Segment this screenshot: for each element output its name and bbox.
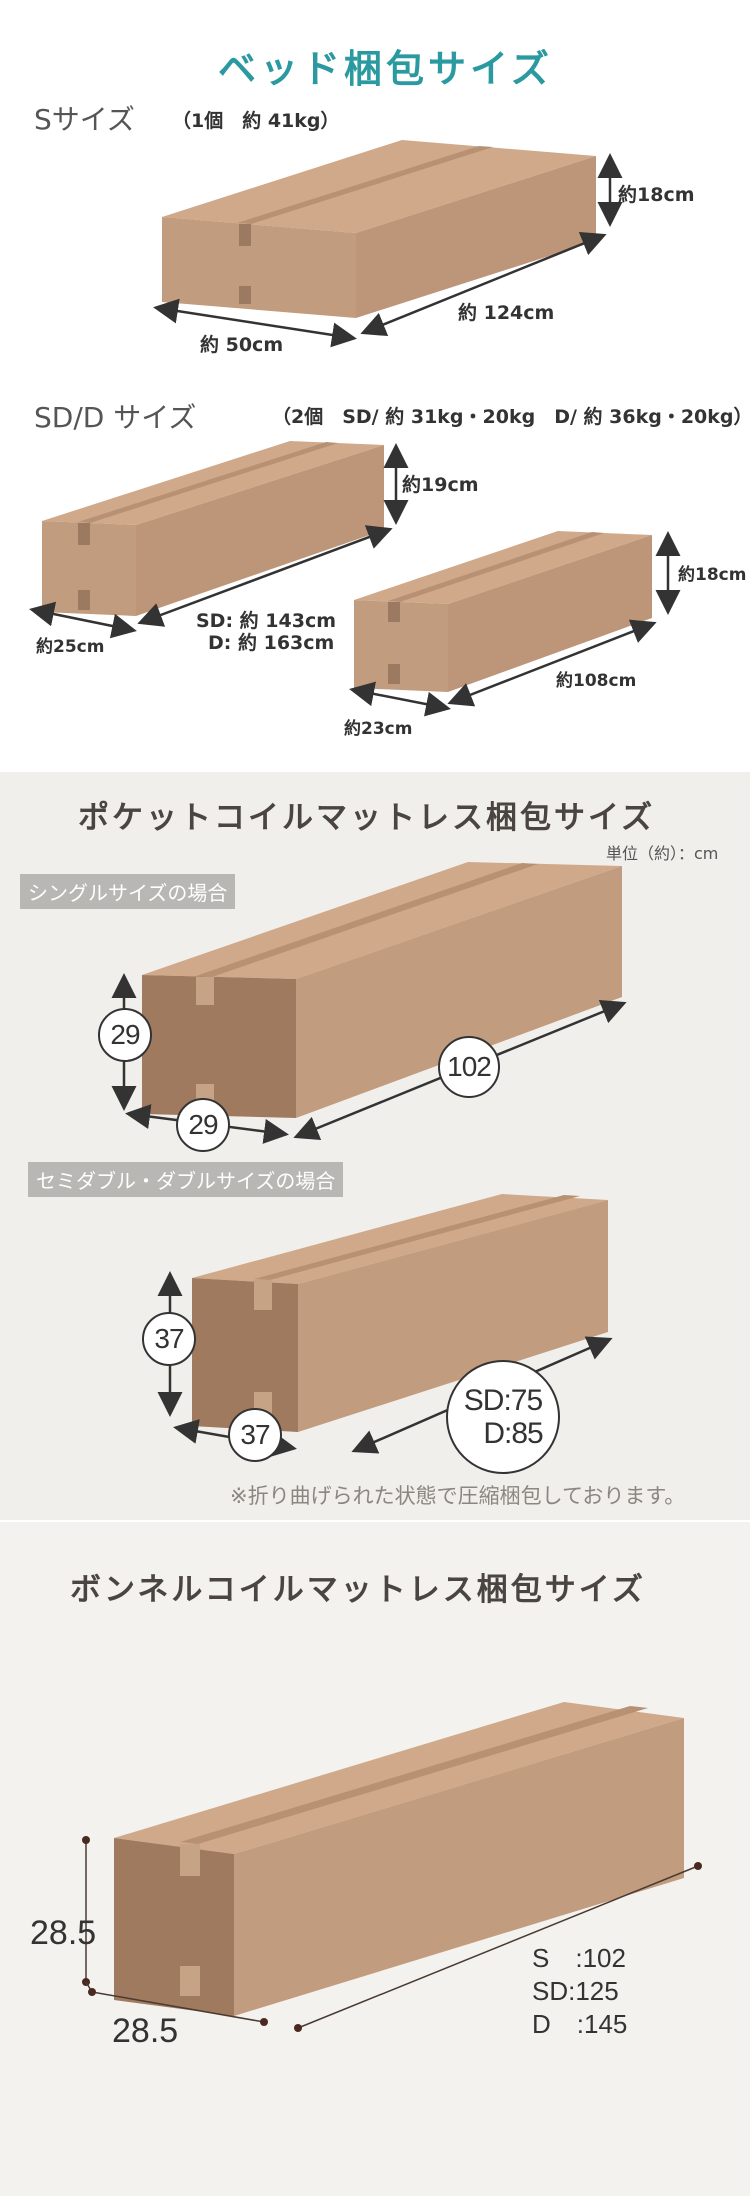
sdd-size-info: （2個 SD/ 約 31kg・20kg D/ 約 36kg・20kg）	[272, 406, 750, 428]
single-width-circle: 29	[176, 1098, 230, 1152]
pocket-coil-section: ポケットコイルマットレス梱包サイズ 単位（約）：cm シングルサイズの場合	[0, 772, 750, 1522]
sdd-box2-width: 約23cm	[344, 719, 413, 739]
s-size-box	[162, 140, 596, 318]
section-separator	[0, 1520, 750, 1523]
unit-label: 単位（約）：cm	[606, 844, 719, 863]
sdd-size-label: SD/D サイズ	[34, 401, 197, 434]
sdd-box-1	[42, 441, 384, 616]
bonnel-length-s: S :102	[532, 1943, 626, 1973]
double-length-sd: SD:75	[463, 1384, 543, 1417]
sdd-box1-width: 約25cm	[36, 637, 105, 657]
bonnel-length-d: D :145	[532, 2009, 628, 2039]
bed-boxes-illustration	[29, 140, 681, 717]
bonnel-height-label: 28.5	[30, 1914, 97, 1952]
sdd-box1-length-sd: SD: 約 143cm	[196, 610, 337, 632]
sdd-box2-height: 約18cm	[678, 565, 747, 585]
bed-package-section: ベッド梱包サイズ Sサイズ （1個 約 41kg）	[0, 0, 750, 772]
sdd-box1-length-d: D: 約 163cm	[208, 632, 335, 654]
s-size-info: （1個 約 41kg）	[172, 110, 340, 132]
s-height-label: 約18cm	[618, 184, 695, 206]
double-size-chip: セミダブル・ダブルサイズの場合	[28, 1162, 344, 1197]
s-size-label: Sサイズ	[34, 103, 135, 136]
bed-section-title: ベッド梱包サイズ	[218, 47, 553, 91]
double-length-d: D:85	[483, 1417, 543, 1450]
pocket-boxes-illustration	[111, 862, 627, 1457]
double-height-circle: 37	[142, 1312, 196, 1366]
bonnel-coil-section: ボンネルコイルマットレス梱包サイズ 28.5 28.5 S :102 SD:12…	[0, 1522, 750, 2196]
sdd-box2-length: 約108cm	[556, 671, 637, 691]
bonnel-box	[114, 1702, 684, 2016]
s-width-label: 約 50cm	[200, 334, 284, 356]
bonnel-section-title: ボンネルコイルマットレス梱包サイズ	[70, 1572, 646, 1608]
sdd-box1-height: 約19cm	[402, 474, 479, 496]
bonnel-box-illustration	[82, 1702, 702, 2032]
single-size-box	[142, 862, 622, 1118]
bonnel-width-label: 28.5	[112, 2012, 179, 2050]
double-length-circle: SD:75 D:85	[446, 1360, 560, 1474]
single-size-chip: シングルサイズの場合	[20, 874, 236, 909]
single-height-circle: 29	[98, 1008, 152, 1062]
s-length-label: 約 124cm	[458, 302, 555, 324]
compression-note: ※折り曲げられた状態で圧縮梱包しております。	[230, 1484, 686, 1508]
pocket-section-title: ポケットコイルマットレス梱包サイズ	[78, 800, 656, 836]
bonnel-length-sd: SD:125	[532, 1976, 619, 2006]
double-width-circle: 37	[228, 1408, 282, 1462]
single-length-circle: 102	[438, 1036, 500, 1098]
